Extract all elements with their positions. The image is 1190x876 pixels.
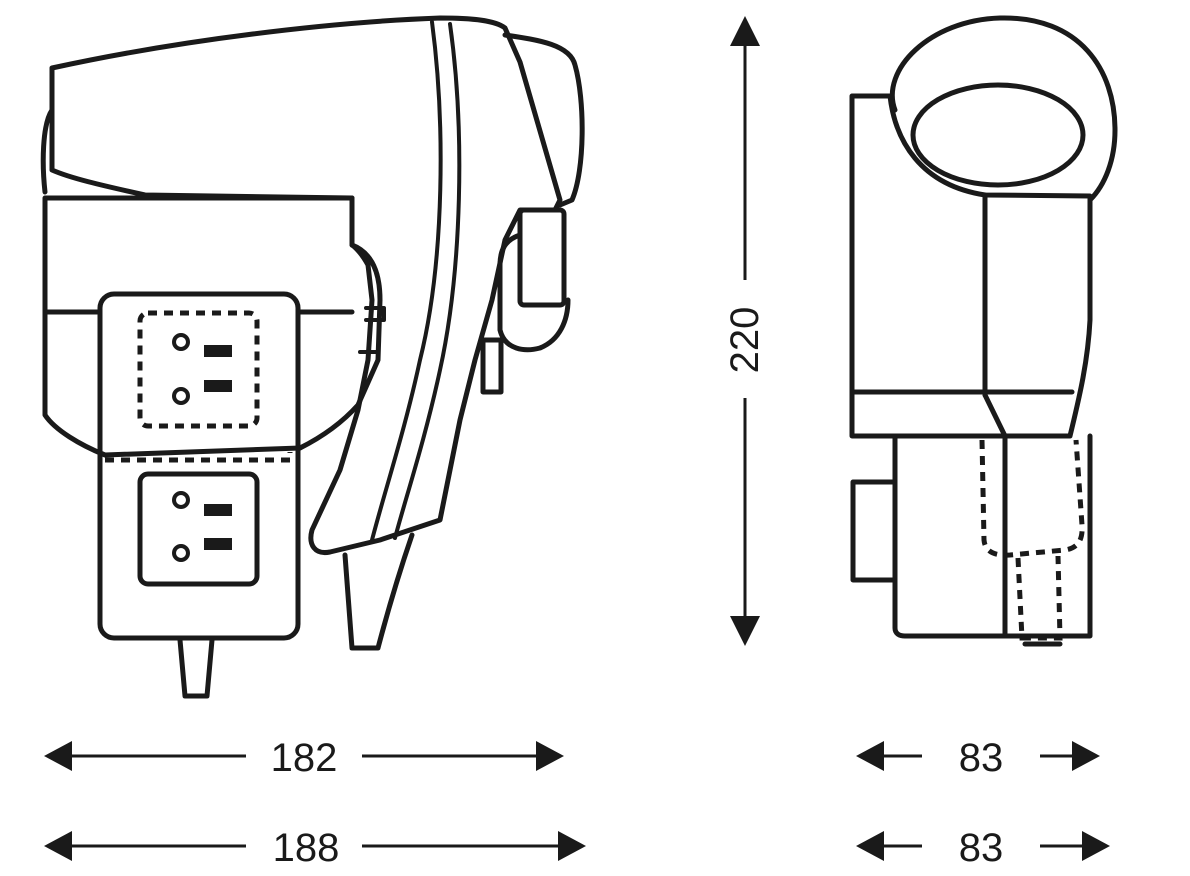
- side-dryer-head: [889, 15, 1118, 203]
- switch-guard: [497, 232, 571, 353]
- side-width-top-label: 83: [959, 736, 1004, 780]
- front-width-bottom-dimension: 188: [44, 826, 586, 870]
- height-arrow-down: [730, 616, 760, 646]
- front-width-bottom-label: 188: [273, 826, 340, 870]
- side-width-bottom-label: 83: [959, 826, 1004, 870]
- fw-bot-arrow-left: [44, 831, 72, 861]
- sw-bot-arrow-right: [1082, 831, 1110, 861]
- dryer-barrel: [49, 15, 563, 556]
- side-width-top-dimension: 83: [856, 736, 1100, 780]
- fw-top-arrow-right: [536, 741, 564, 771]
- side-view: [849, 15, 1118, 647]
- side-seam-diagonal: [982, 392, 1008, 439]
- socket-plate: [97, 291, 301, 641]
- power-cord: [177, 637, 215, 699]
- dryer-switch: [517, 207, 567, 308]
- visible-outlet: [137, 471, 260, 587]
- side-hidden-tail: [1015, 555, 1063, 641]
- height-arrow-up: [730, 16, 760, 46]
- outlet-hole-2: [172, 544, 190, 562]
- side-base: [892, 433, 1093, 639]
- hidden-outlet-slot-1: [204, 345, 232, 357]
- front-width-top-dimension: 182: [44, 736, 564, 780]
- sw-top-arrow-left: [856, 741, 884, 771]
- height-label: 220: [723, 307, 767, 374]
- side-button: [480, 337, 504, 395]
- outlet-slot-1: [204, 504, 232, 516]
- hidden-edge: [105, 452, 293, 463]
- holder-body: [42, 195, 383, 458]
- side-width-bottom-dimension: 83: [856, 826, 1110, 870]
- height-dimension: 220: [723, 16, 767, 646]
- outlet-hole-1: [172, 491, 190, 509]
- side-hidden-handle: [979, 439, 1085, 558]
- side-body: [849, 93, 1093, 439]
- handle-line-1: [370, 20, 443, 542]
- front-width-top-label: 182: [271, 736, 338, 780]
- fw-bot-arrow-right: [558, 831, 586, 861]
- front-view: [40, 15, 585, 699]
- fw-top-arrow-left: [44, 741, 72, 771]
- hidden-outlet: [137, 310, 260, 429]
- handle-tail: [342, 532, 415, 651]
- holder-clip: [364, 306, 386, 322]
- handle-line-2: [393, 22, 462, 540]
- hidden-outlet-hole-1: [172, 333, 190, 351]
- nozzle-edge: [40, 107, 55, 195]
- outlet-slot-2: [204, 538, 232, 550]
- hidden-outlet-hole-2: [172, 387, 190, 405]
- sw-bot-arrow-left: [856, 831, 884, 861]
- sw-top-arrow-right: [1072, 741, 1100, 771]
- air-intake-cap: [502, 32, 585, 208]
- side-bracket: [850, 479, 898, 583]
- hidden-outlet-slot-2: [204, 380, 232, 392]
- side-intake: [910, 82, 1086, 188]
